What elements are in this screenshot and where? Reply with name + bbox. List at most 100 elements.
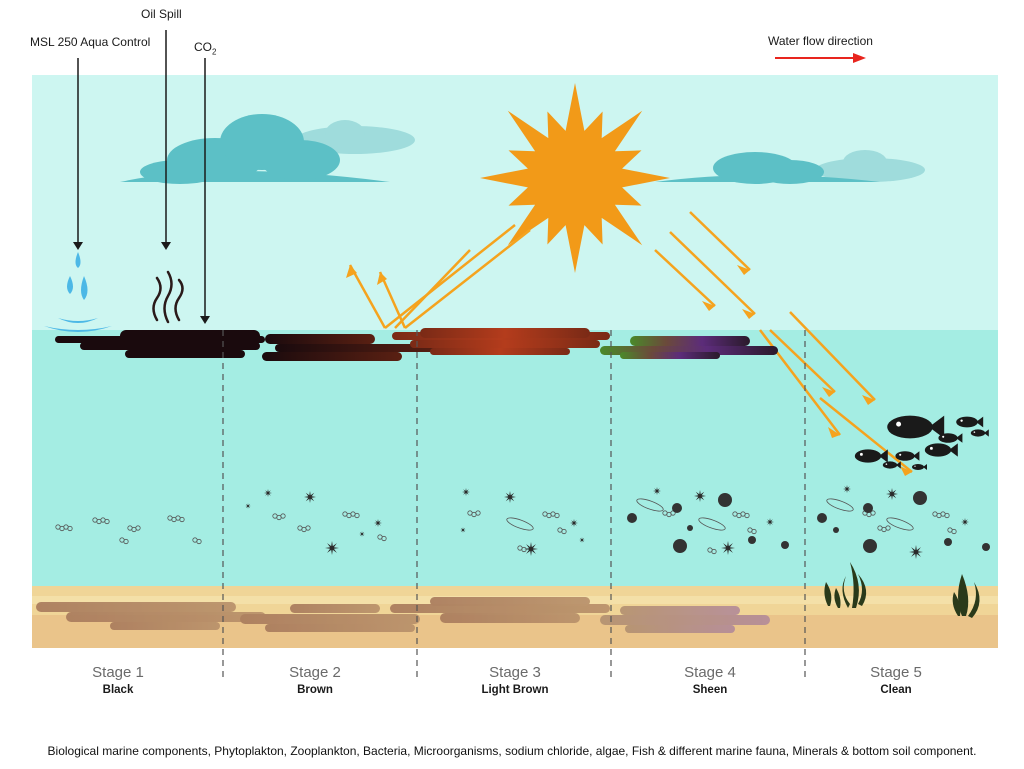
microorganism-icon [913,491,927,505]
microorganism-icon [944,538,952,546]
fish-icon [895,451,920,461]
stage-5-label: Stage 5 Clean [826,664,966,696]
microorganism-icon [673,539,687,553]
stage-name: Black [102,684,134,696]
co2-subscript: 2 [212,47,217,57]
aqua-control-label: MSL 250 Aqua Control [30,35,151,49]
stage-4-label: Stage 4 Sheen [640,664,780,696]
phytoplankton-icon [826,498,854,512]
microorganism-icon [672,503,682,513]
plankton-icon [264,489,272,497]
bacteria-icon [119,537,129,545]
microorganism-icon [687,525,693,531]
stage-name: Light Brown [481,684,549,696]
bacteria-icon [272,513,286,521]
bacteria-icon [542,511,560,519]
marine-life [55,485,990,559]
stage-number: Stage 3 [489,664,541,681]
fish-icon [854,449,888,463]
plankton-icon [462,488,470,496]
oil-slick-stage-1 [55,330,265,358]
algae-icon [824,562,980,618]
bottom-sediment-stage-4 [600,606,770,633]
plankton-icon [721,541,735,555]
plankton-icon [961,518,969,526]
plankton-icon [843,485,851,493]
bacteria-icon [92,517,110,525]
plankton-icon [304,491,316,503]
plankton-icon [325,541,339,555]
water-flow-label: Water flow direction [768,34,873,48]
input-arrowheads [73,242,210,324]
bacteria-icon [467,510,481,518]
plankton-icon [886,488,898,500]
stage-3-label: Stage 3 Light Brown [445,664,585,696]
plankton-icon [570,519,578,527]
co2-text: CO [194,40,212,54]
stage-name: Sheen [692,684,728,696]
bacteria-icon [127,525,141,533]
fish-icon [924,443,958,457]
stage-dividers [222,330,806,680]
plankton-icon [909,545,923,559]
microorganism-icon [718,493,732,507]
bacteria-icon [167,515,185,523]
sun-rays [348,211,913,473]
bacteria-icon [192,537,202,545]
microorganism-icon [781,541,789,549]
bacteria-icon [297,525,311,533]
water-area [32,330,998,586]
cloud-icon [120,114,415,184]
bacteria-icon [557,527,567,535]
microorganism-icon [817,513,827,523]
fish-icon [887,415,945,439]
microorganism-icon [833,527,839,533]
bacteria-icon [932,511,950,519]
water-drops-icon [44,252,112,332]
bacteria-icon [707,547,717,555]
phytoplankton-icon [636,498,664,512]
stage-number: Stage 1 [92,664,144,681]
microorganism-icon [863,503,873,513]
microorganism-icon [627,513,637,523]
plankton-icon [694,490,706,502]
bacteria-icon [517,545,527,553]
sun-disc [531,134,619,222]
plankton-icon [524,542,538,556]
plankton-icon [245,503,251,509]
ray-arrowheads [346,265,912,476]
oil-slick-stage-3 [392,328,610,355]
plankton-icon [359,531,365,537]
stage-number: Stage 5 [870,664,922,681]
stage-name: Clean [880,684,912,696]
water-flow-arrow [775,53,866,63]
plankton-icon [579,537,585,543]
plankton-icon [766,518,774,526]
bacteria-icon [877,525,891,533]
fish-icon [912,464,927,470]
fish-icon [938,433,963,443]
input-arrows [77,30,206,318]
bacteria-icon [732,511,750,519]
fish-icon [882,461,901,469]
bacteria-icon [747,527,757,535]
oil-slick-stage-2 [262,334,445,361]
phytoplankton-icon [886,517,914,531]
fish-icon [970,429,989,437]
bacteria-icon [947,527,957,535]
bottom-sediment [36,597,610,632]
oil-slick-stage-4 [600,336,778,359]
footer-caption: Biological marine components, Phytoplakt… [47,744,977,758]
bacteria-icon [342,511,360,519]
steam-icon [152,270,184,324]
microorganism-icon [748,536,756,544]
bacteria-icon [377,534,387,542]
phytoplankton-icon [506,517,534,531]
fish-icon [956,416,984,428]
plankton-icon [504,491,516,503]
stage-name: Brown [297,684,333,696]
phytoplankton-icon [698,517,726,531]
stage-1-label: Stage 1 Black [48,664,188,696]
co2-label: CO2 [194,40,216,56]
